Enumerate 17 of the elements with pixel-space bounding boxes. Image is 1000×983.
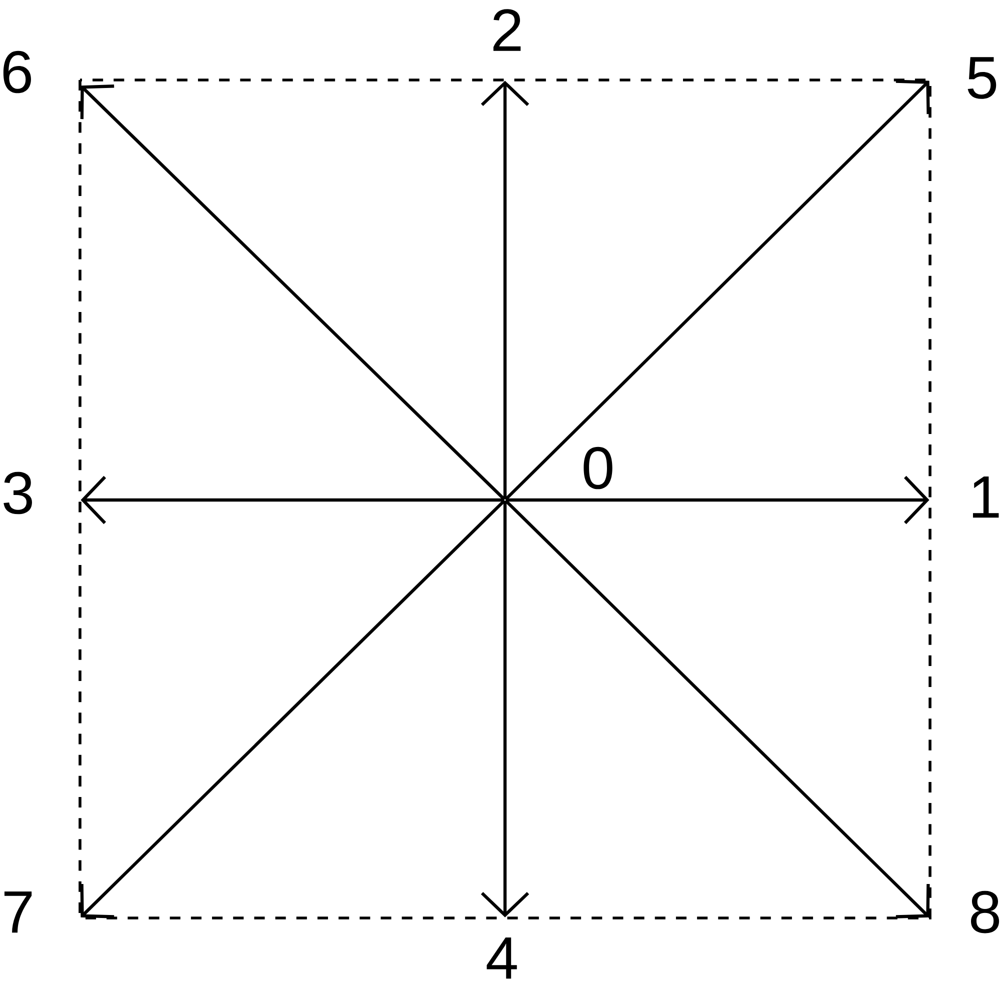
direction-label: 6: [3, 50, 31, 94]
direction-label: 2: [493, 9, 521, 51]
direction-label: 3: [4, 472, 32, 514]
arrow: [506, 476, 930, 524]
direction-label: 8: [971, 890, 1000, 934]
direction-label: 1: [972, 476, 999, 518]
arrow: [80, 500, 506, 918]
arrow: [504, 500, 930, 918]
arrow: [80, 476, 504, 524]
direction-label: 4: [486, 937, 517, 979]
arrow: [480, 500, 530, 918]
arrow: [480, 80, 530, 500]
direction-label: 0: [584, 446, 612, 490]
arrow: [80, 84, 506, 500]
direction-label: 5: [968, 57, 996, 99]
direction-label: 7: [4, 891, 32, 933]
arrow: [504, 80, 930, 500]
